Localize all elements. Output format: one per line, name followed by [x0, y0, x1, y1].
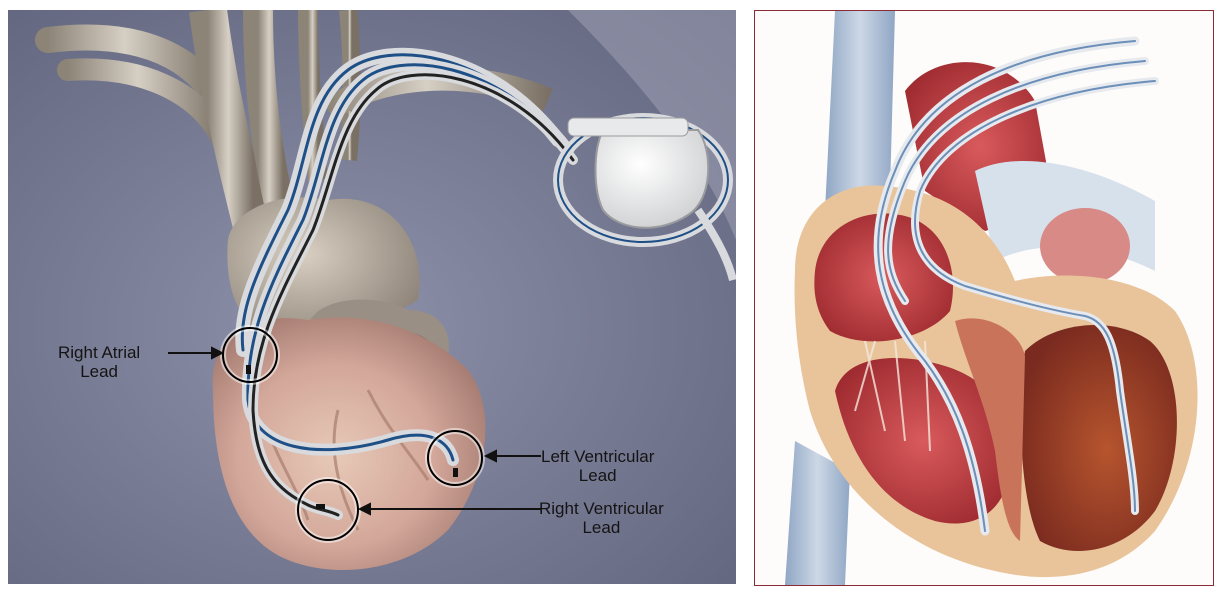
left-ventricular-tip [453, 468, 458, 477]
left-ventricular-lead-label-line1: Left Ventricular [541, 447, 654, 466]
right-ventricular-lead-label-line2: Lead [539, 518, 664, 537]
heart-cross-section-illustration [754, 10, 1214, 586]
left-ventricular-lead-label-line2: Lead [541, 466, 654, 485]
right-atrial-tip [246, 365, 251, 374]
right-ventricular-tip [316, 504, 325, 509]
left-ventricular-lead-label: Left Ventricular Lead [541, 447, 654, 485]
right-atrial-lead-label-line2: Lead [58, 362, 140, 381]
heart-cross-section-svg [755, 11, 1213, 585]
right-atrial-lead-label-line1: Right Atrial [58, 343, 140, 362]
superior-vena-cava [825, 11, 895, 211]
pacemaker-diagram-svg [8, 10, 736, 584]
right-atrial-lead-label: Right Atrial Lead [58, 343, 140, 381]
right-ventricular-lead-label-line1: Right Ventricular [539, 499, 664, 518]
pacemaker-illustration: Right Atrial Lead Left Ventricular Lead … [8, 10, 736, 584]
left-atrium [1040, 208, 1130, 284]
right-ventricular-lead-label: Right Ventricular Lead [539, 499, 664, 537]
